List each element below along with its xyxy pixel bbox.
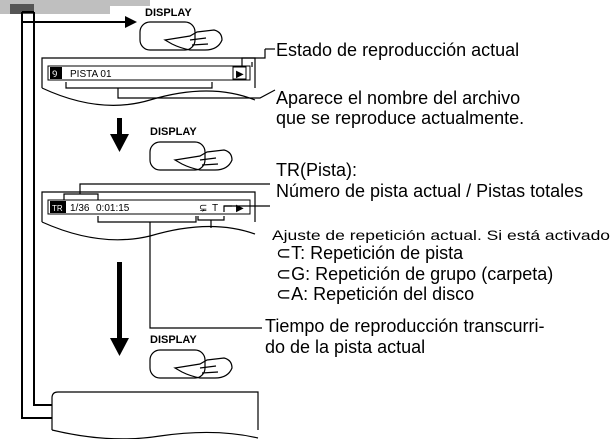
repeat-icon: ⊊	[199, 203, 207, 214]
elapsed-time: 0:01:15	[96, 203, 130, 214]
status-annotation: Estado de reproducción actual	[276, 40, 519, 60]
repeat-track: ⊂T: Repetición de pista	[276, 243, 464, 263]
display-button-2[interactable]: DISPLAY	[149, 126, 233, 171]
repeat-group: ⊂G: Repetición de grupo (carpeta)	[276, 264, 553, 284]
play-icon-2: ▶	[236, 203, 244, 214]
track-count: 1/36	[70, 203, 90, 214]
display-label-3: DISPLAY	[150, 334, 197, 346]
svg-text:Ꝯ: Ꝯ	[52, 69, 57, 79]
display-button-3[interactable]: DISPLAY	[149, 334, 233, 379]
display-button-1[interactable]: DISPLAY	[139, 7, 223, 51]
down-arrow-1	[110, 118, 129, 152]
play-icon: ▶	[236, 69, 244, 80]
screen-2: TR 1/36 0:01:15 ⊊ T ▶	[41, 191, 256, 241]
screen-1: Ꝯ PISTA 01 ▶	[41, 57, 256, 106]
filename-annotation-1: Aparece el nombre del archivo	[276, 88, 520, 108]
hand-icon	[163, 29, 223, 51]
svg-text:TR: TR	[52, 204, 63, 213]
screen-3	[51, 391, 259, 439]
display-label-2: DISPLAY	[150, 126, 197, 138]
filename-annotation-2: que se reproduce actualmente.	[276, 108, 524, 128]
repeat-annotation: Ajuste de repetición actual. Si está act…	[272, 227, 610, 243]
repeat-disc: ⊂A: Repetición del disco	[276, 284, 474, 304]
track-annotation-1: TR(Pista):	[276, 160, 357, 180]
track-annotation-2: Número de pista actual / Pistas totales	[276, 181, 583, 201]
down-arrow-2	[110, 262, 129, 356]
repeat-mode: T	[212, 203, 218, 214]
track-icon	[50, 201, 66, 213]
track-name: PISTA 01	[70, 69, 112, 80]
elapsed-annotation-2: do de la pista actual	[265, 337, 425, 357]
display-label-1: DISPLAY	[145, 7, 192, 19]
loop-bracket	[21, 12, 52, 419]
elapsed-annotation-1: Tiempo de reproducción transcurri-	[265, 316, 544, 336]
file-icon	[50, 67, 62, 79]
